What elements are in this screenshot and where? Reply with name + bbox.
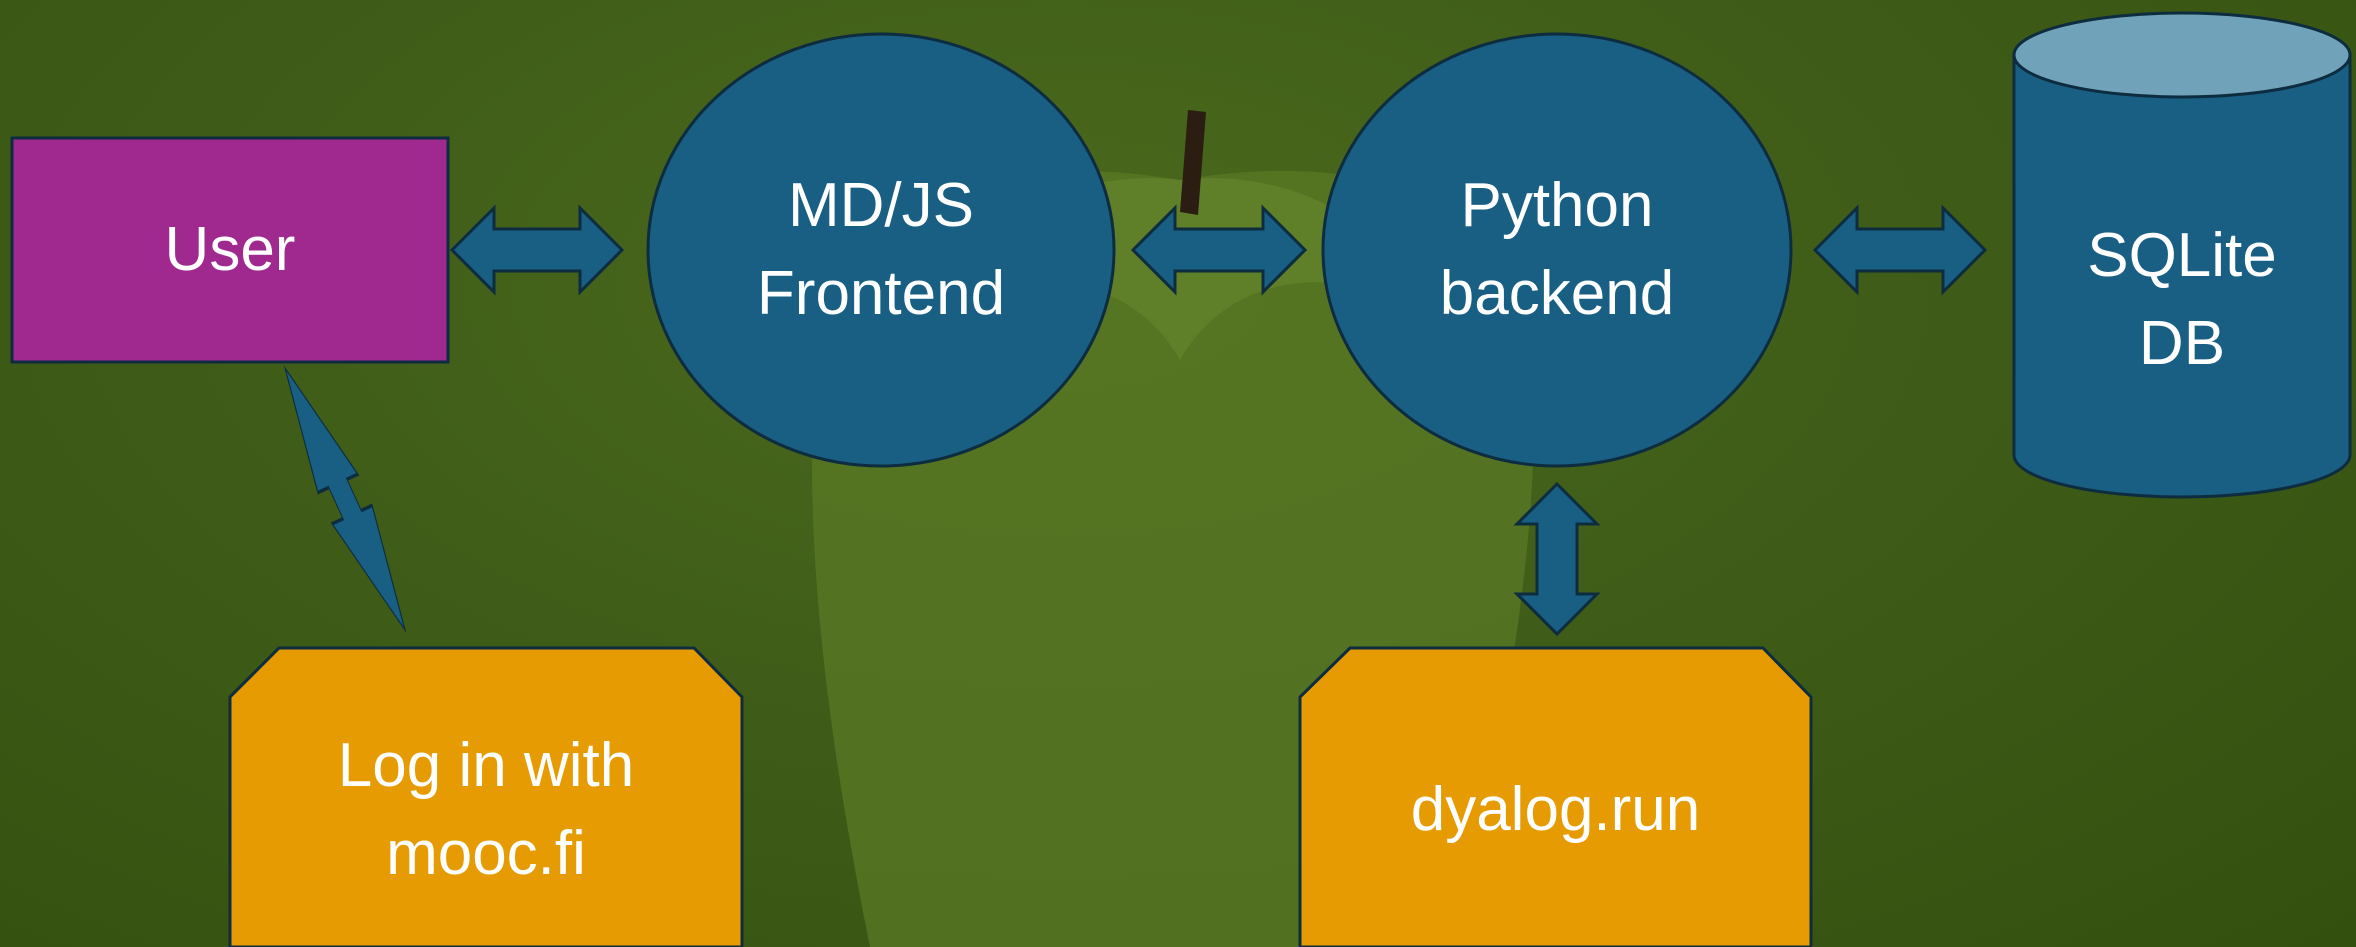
backend-node-label: Python backend: [1439, 170, 1675, 328]
frontend-node-circle: [646, 32, 1116, 468]
arrow-backend-db: [1812, 204, 1988, 296]
arrow-frontend-backend: [1130, 204, 1308, 296]
database-node-cylinder: [2012, 11, 2352, 499]
apple-stem-icon: [1180, 110, 1206, 215]
dyalog-node-box: [1298, 646, 1813, 947]
frontend-node-label: MD/JS Frontend: [756, 170, 1006, 328]
arrow-user-login: [283, 364, 407, 634]
user-node-box: [10, 136, 450, 364]
login-node-box: [228, 646, 744, 947]
login-node-label: Log in with mooc.fi: [337, 730, 635, 888]
backend-node-circle: [1321, 32, 1793, 468]
arrow-backend-dyalog: [1513, 481, 1601, 637]
arrow-user-frontend: [449, 204, 625, 296]
user-node-label: User: [164, 214, 296, 284]
database-node-label: SQLite DB: [2087, 220, 2277, 378]
dyalog-node-label: dyalog.run: [1410, 774, 1701, 844]
